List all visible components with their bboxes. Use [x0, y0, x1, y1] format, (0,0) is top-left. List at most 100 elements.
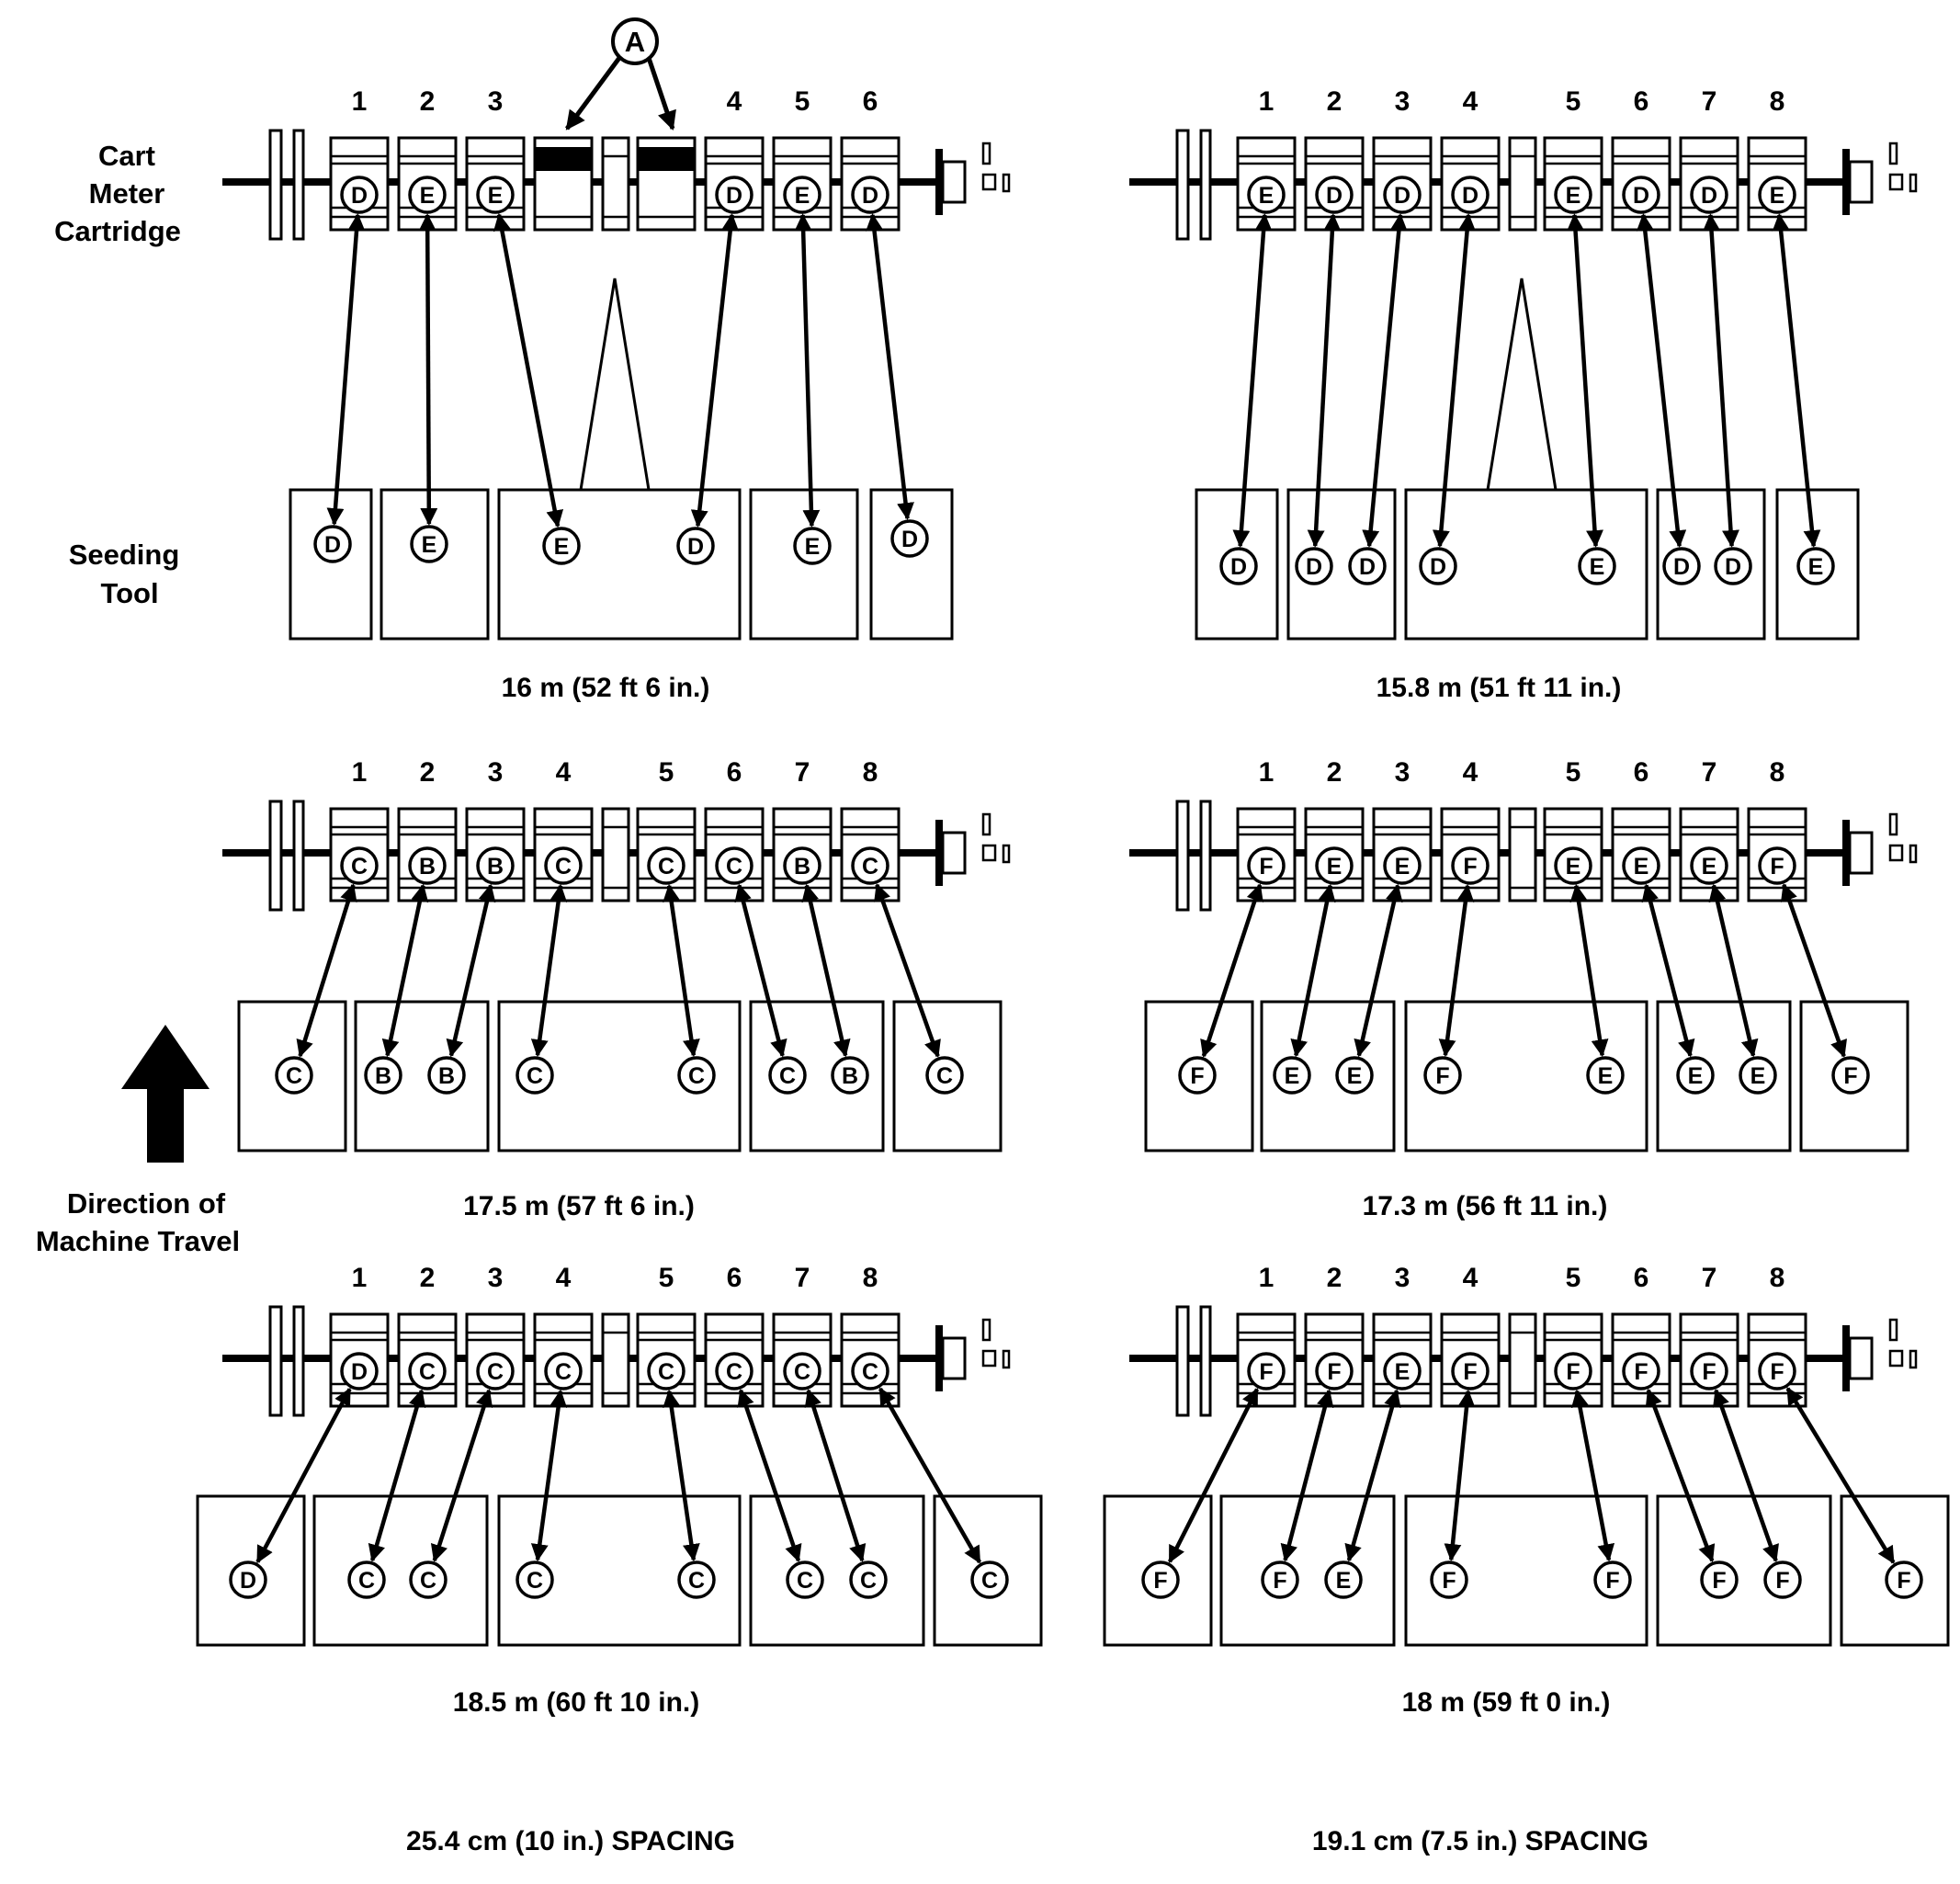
distribution-arrow-5	[1567, 213, 1603, 548]
tool-outlet-2: F	[1261, 1561, 1299, 1599]
meter-number-5: 5	[659, 1263, 674, 1293]
distribution-arrow-1	[1167, 1387, 1260, 1564]
meter-number-6: 6	[1634, 86, 1649, 117]
tool-outlet-6-letter: E	[1688, 1063, 1704, 1089]
tool-outlet-1-circle	[1178, 1056, 1217, 1095]
meter-letter-7: C	[715, 846, 753, 885]
cart-meter-cartridge-label-line3: Cartridge	[54, 215, 181, 247]
tool-outlet-2-circle	[1273, 1056, 1311, 1095]
callout-a-circle	[611, 17, 659, 65]
tool-outlet-6: C	[786, 1561, 824, 1599]
distribution-arrow-6	[1645, 1388, 1716, 1563]
tool-outlet-4-circle	[515, 1056, 554, 1095]
drive-end-plate	[935, 149, 943, 215]
tool-outlet-4: F	[1430, 1561, 1468, 1599]
tool-section-4	[749, 488, 859, 641]
tool-outlet-2: E	[1273, 1056, 1311, 1095]
meter-number-1: 1	[1259, 86, 1275, 117]
meter-letter-7-circle	[1622, 176, 1660, 214]
meter-slot-5	[601, 136, 630, 232]
tool-outlet-6-letter: F	[1712, 1568, 1726, 1594]
meter-letter-8: E	[783, 176, 821, 214]
meter-letter-4-circle	[544, 1352, 583, 1390]
distribution-arrow-3	[1354, 883, 1403, 1058]
tool-outlet-8-circle	[1831, 1056, 1870, 1095]
callout-a-arrow-left	[564, 56, 622, 131]
meter-number-7: 7	[1702, 1263, 1717, 1293]
sensor-icon	[1888, 173, 1904, 191]
distribution-arrow-4	[690, 212, 740, 528]
meter-letter-9-letter: E	[1770, 183, 1785, 209]
meter-letter-6: C	[647, 846, 685, 885]
meter-number-1: 1	[352, 757, 368, 788]
meter-letter-6-letter: E	[1566, 854, 1581, 880]
shaft-plate	[292, 129, 305, 241]
tool-outlet-5-circle	[793, 527, 832, 565]
tool-outlet-7-letter: D	[1725, 554, 1741, 580]
tool-outlet-3-letter: C	[420, 1568, 436, 1594]
meter-letter-1-circle	[1247, 846, 1286, 885]
tool-outlet-5: E	[1586, 1056, 1625, 1095]
distribution-arrow-8	[1772, 213, 1821, 548]
direction-of-travel-arrow-icon	[121, 1025, 210, 1163]
distribution-arrow-8	[878, 1387, 982, 1564]
meter-number-2: 2	[420, 1263, 436, 1293]
meter-letter-1: F	[1247, 1352, 1286, 1390]
tool-outlet-4: C	[515, 1056, 554, 1095]
tool-outlet-8-letter: C	[981, 1568, 998, 1594]
meter-number-8: 8	[1770, 86, 1785, 117]
meter-letter-8: F	[1690, 1352, 1728, 1390]
meter-letter-3-circle	[476, 846, 515, 885]
distribution-arrow-3	[1344, 1389, 1401, 1562]
tool-outlet-5-letter: E	[1598, 1063, 1614, 1089]
meter-letter-1-circle	[340, 176, 379, 214]
tool-outlet-4-letter: C	[527, 1568, 543, 1594]
tool-outlet-6-circle	[1662, 547, 1701, 585]
meter-letter-4-letter: C	[555, 854, 572, 880]
distribution-arrow-2	[1290, 883, 1336, 1058]
tool-outlet-6-letter: D	[901, 527, 918, 552]
meter-letter-7-letter: C	[726, 1359, 742, 1385]
meter-letter-4-letter: F	[1463, 854, 1477, 880]
tool-outlet-1-circle	[275, 1056, 313, 1095]
meter-number-2: 2	[420, 86, 436, 117]
tool-outlet-6-letter: C	[797, 1568, 813, 1594]
tool-outlet-6: E	[1676, 1056, 1715, 1095]
distribution-arrow-4	[530, 1389, 568, 1562]
meter-number-6: 6	[1634, 1263, 1649, 1293]
meter-letter-1-circle	[340, 1352, 379, 1390]
meter-letter-1-letter: D	[351, 183, 368, 209]
meter-letter-8-circle	[783, 176, 821, 214]
tool-outlet-4-circle	[1430, 1561, 1468, 1599]
distribution-arrow-7	[804, 1389, 867, 1562]
sensor-icon	[1002, 844, 1011, 864]
tool-outlet-5-circle	[677, 1561, 716, 1599]
meter-letter-9: E	[1758, 176, 1796, 214]
tool-outlet-7-letter: B	[842, 1063, 858, 1089]
distribution-arrow-4	[1438, 883, 1475, 1058]
sensor-icon	[1909, 173, 1918, 193]
meter-letter-9: F	[1758, 1352, 1796, 1390]
sensor-icon	[981, 812, 991, 836]
distribution-arrow-8	[1785, 1387, 1896, 1564]
meter-letter-2-letter: D	[1326, 183, 1343, 209]
tool-outlet-4-letter: D	[687, 534, 704, 560]
tool-outlet-4: D	[676, 527, 715, 565]
meter-letter-1-circle	[340, 846, 379, 885]
tool-outlet-7: C	[849, 1561, 888, 1599]
meter-letter-7-letter: D	[1633, 183, 1649, 209]
tool-outlet-3: D	[1348, 547, 1387, 585]
meter-letter-7: D	[715, 176, 753, 214]
meter-letter-6-circle	[647, 846, 685, 885]
tool-outlet-3-letter: D	[1359, 554, 1376, 580]
distribution-arrow-8	[1780, 882, 1848, 1059]
meter-number-4: 4	[556, 757, 572, 788]
meter-letter-9-circle	[851, 846, 889, 885]
shaft-plate	[292, 800, 305, 912]
meter-number-3: 3	[1395, 757, 1411, 788]
meter-letter-2: E	[408, 176, 447, 214]
tool-outlet-1-letter: D	[324, 532, 341, 558]
